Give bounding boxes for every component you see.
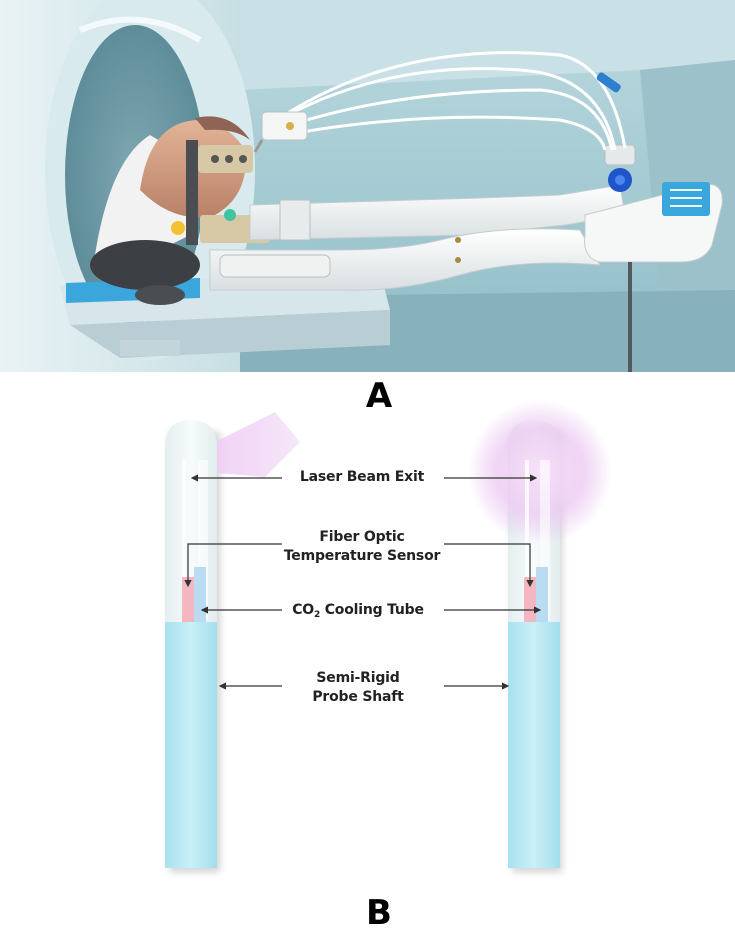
label-fiber-optic-sensor: Fiber Optic Temperature Sensor — [262, 528, 462, 566]
label-probe-shaft: Semi-Rigid Probe Shaft — [258, 669, 458, 707]
laser-beam-side — [205, 412, 300, 477]
label-fiber-line1: Fiber Optic — [319, 529, 405, 545]
panel-label-a: A — [365, 376, 393, 416]
label-laser-beam-exit-text: Laser Beam Exit — [299, 469, 425, 485]
patient-figure — [90, 116, 250, 305]
probe-diffusing — [468, 400, 612, 872]
label-cooling-subscript: 2 — [313, 610, 321, 620]
leader-lines — [184, 474, 542, 690]
label-cooling-suffix: Cooling Tube — [320, 602, 424, 618]
label-cooling-prefix: CO — [292, 602, 314, 618]
cooling-tube-right — [536, 567, 548, 622]
panel-label-b: B — [366, 893, 392, 933]
cooling-tube-left — [194, 567, 206, 622]
fiber-connector — [596, 72, 621, 93]
mri-scene-illustration — [0, 0, 735, 372]
fiber-cables — [269, 51, 627, 151]
label-shaft-line1: Semi-Rigid — [316, 670, 400, 686]
temperature-sensor-left — [182, 577, 194, 622]
label-laser-beam-exit: Laser Beam Exit — [262, 468, 462, 487]
probe-driver-arm — [209, 144, 723, 372]
temperature-sensor-right — [524, 577, 536, 622]
probe-holder — [253, 111, 308, 153]
label-shaft-line2: Probe Shaft — [312, 689, 404, 705]
label-co2-cooling-tube: CO2 Cooling Tube — [258, 601, 458, 620]
probe-side-firing — [165, 412, 300, 872]
probe-schematic: Laser Beam Exit Fiber Optic Temperature … — [0, 372, 735, 892]
label-fiber-line2: Temperature Sensor — [283, 548, 441, 564]
probe-shaft-right — [508, 622, 560, 868]
probe-shaft-left — [165, 622, 217, 868]
